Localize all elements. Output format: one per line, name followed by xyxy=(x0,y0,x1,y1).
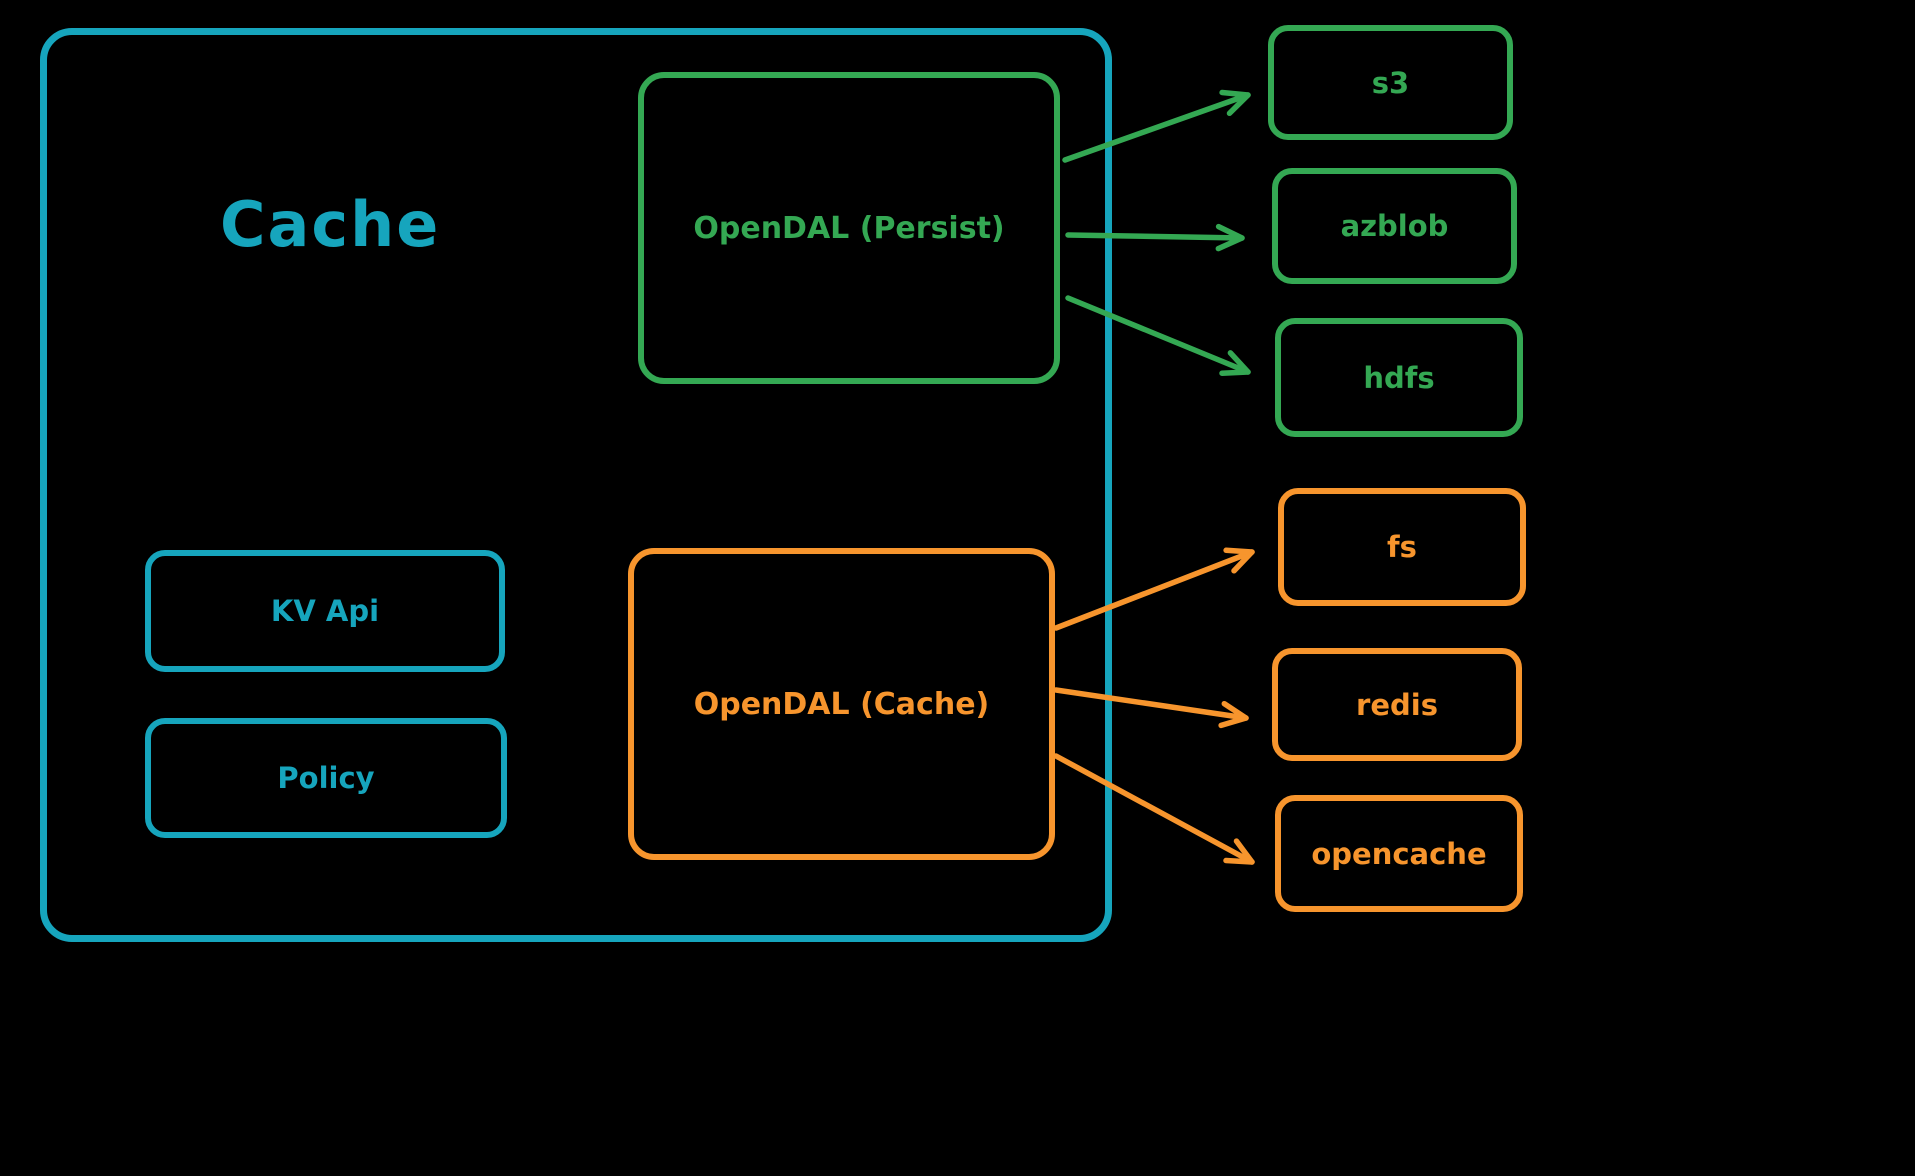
node-policy-label: Policy xyxy=(277,761,375,795)
node-redis: redis xyxy=(1272,648,1522,761)
arrowhead-cache-fs xyxy=(1223,547,1255,574)
node-hdfs: hdfs xyxy=(1275,318,1523,437)
node-fs: fs xyxy=(1278,488,1526,606)
arrowhead-cache-opencache xyxy=(1223,838,1255,865)
arrowhead-persist-s3 xyxy=(1219,89,1251,117)
node-opendal-persist-label: OpenDAL (Persist) xyxy=(693,210,1005,246)
node-kv-api-label: KV Api xyxy=(270,594,380,628)
node-azblob-label: azblob xyxy=(1340,209,1449,243)
arrowhead-cache-redis xyxy=(1218,700,1249,729)
cache-title: Cache xyxy=(220,188,441,261)
node-fs-label: fs xyxy=(1387,530,1417,564)
node-azblob: azblob xyxy=(1272,168,1517,284)
node-redis-label: redis xyxy=(1356,687,1438,722)
node-hdfs-label: hdfs xyxy=(1363,360,1435,395)
node-opendal-cache-label: OpenDAL (Cache) xyxy=(693,686,990,722)
node-s3: s3 xyxy=(1268,25,1513,140)
cache-container-box xyxy=(40,28,1112,942)
node-opencache: opencache xyxy=(1275,795,1523,912)
node-policy: Policy xyxy=(145,718,507,838)
node-opendal-cache: OpenDAL (Cache) xyxy=(628,548,1055,860)
node-s3-label: s3 xyxy=(1371,65,1410,100)
arrowhead-persist-azblob xyxy=(1215,223,1245,252)
node-opencache-label: opencache xyxy=(1311,836,1487,871)
node-kv-api: KV Api xyxy=(145,550,505,672)
arrowhead-persist-hdfs xyxy=(1219,350,1251,376)
node-opendal-persist: OpenDAL (Persist) xyxy=(638,72,1060,384)
